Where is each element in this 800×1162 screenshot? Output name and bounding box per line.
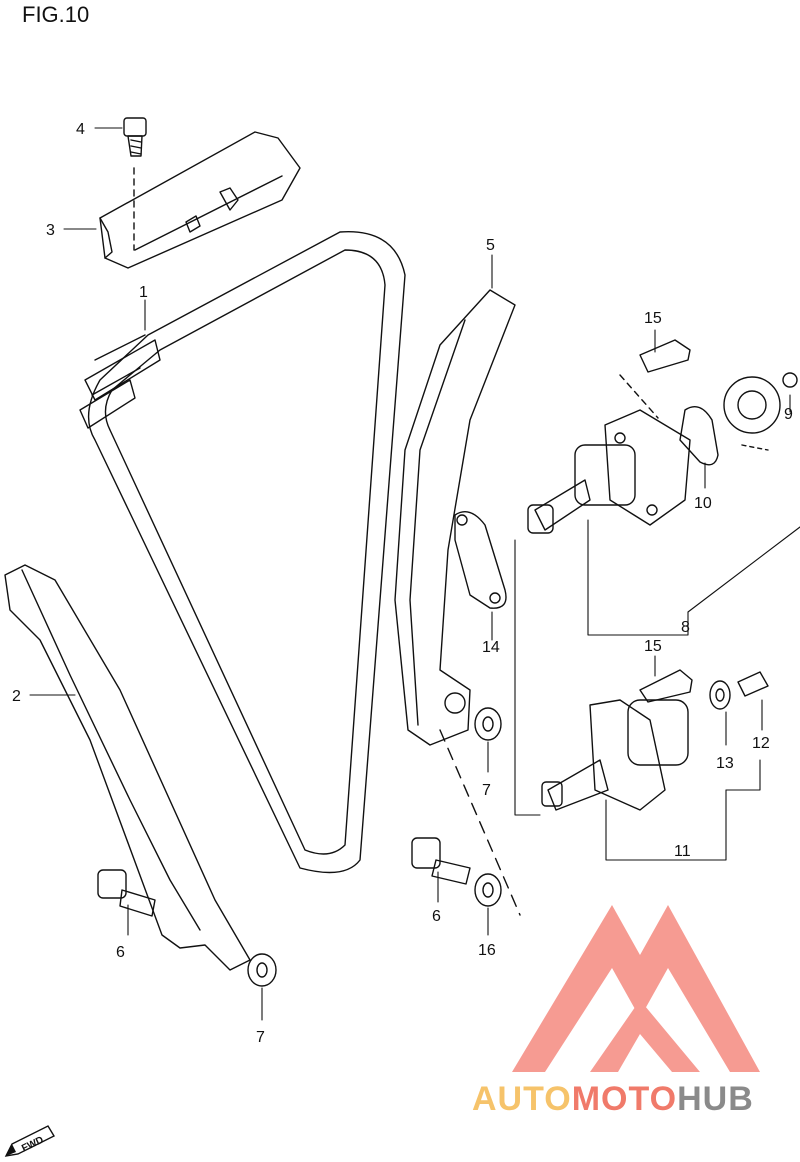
- tensioner-assembly-8: [527, 409, 691, 534]
- callout-5: 5: [486, 237, 495, 254]
- bolt-15-upper: [639, 339, 691, 373]
- callout-11: 11: [674, 843, 691, 860]
- tensioner-assembly-11: [541, 699, 689, 811]
- gasket-10: [679, 406, 719, 466]
- callout-16: 16: [478, 942, 496, 959]
- washer-16: [474, 873, 502, 907]
- callout-6b: 6: [116, 944, 125, 961]
- callout-14: 14: [482, 639, 500, 656]
- chain-guide-left-2: [4, 564, 251, 971]
- watermark-part-hub: HUB: [677, 1080, 754, 1118]
- callout-6a: 6: [432, 908, 441, 925]
- washer-7-right: [474, 707, 502, 741]
- washer-13: [709, 680, 731, 710]
- watermark-part-moto: MOTO: [571, 1080, 678, 1118]
- watermark-text: AUTOMOTOHUB: [472, 1080, 754, 1119]
- chain-guide-right-5: [394, 289, 516, 746]
- callout-7a: 7: [482, 782, 491, 799]
- watermark-part-auto: AUTO: [472, 1080, 572, 1118]
- callout-12: 12: [752, 735, 770, 752]
- callout-9: 9: [784, 406, 793, 423]
- bolt-6-left: [97, 869, 156, 917]
- callout-15a: 15: [644, 310, 662, 327]
- callout-1: 1: [139, 284, 148, 301]
- callout-8: 8: [681, 619, 690, 636]
- cap-9: [723, 372, 798, 434]
- watermark-logo-icon: [512, 905, 760, 1072]
- chain-guide-upper-3: [99, 131, 301, 269]
- bolt-6-right: [411, 837, 471, 885]
- callout-13: 13: [716, 755, 734, 772]
- figure-title: FIG.10: [22, 2, 90, 27]
- leader-lines: [29, 127, 800, 1021]
- callout-7b: 7: [256, 1029, 265, 1046]
- callout-3: 3: [46, 222, 55, 239]
- callout-10: 10: [694, 495, 712, 512]
- callout-labels: 4 3 1 5 15 9 10 14 8 2 15 12 13 7 11 6 1…: [12, 121, 793, 1046]
- fwd-arrow-icon: FWD: [4, 1125, 55, 1157]
- cam-chain-1: [79, 231, 406, 874]
- washer-7-left: [247, 953, 277, 987]
- callout-2: 2: [12, 688, 21, 705]
- callout-4: 4: [76, 121, 85, 138]
- bolt-4: [123, 117, 147, 157]
- gasket-14: [454, 511, 507, 609]
- bolt-15-lower: [639, 669, 693, 703]
- bolt-12: [737, 671, 769, 697]
- callout-15b: 15: [644, 638, 662, 655]
